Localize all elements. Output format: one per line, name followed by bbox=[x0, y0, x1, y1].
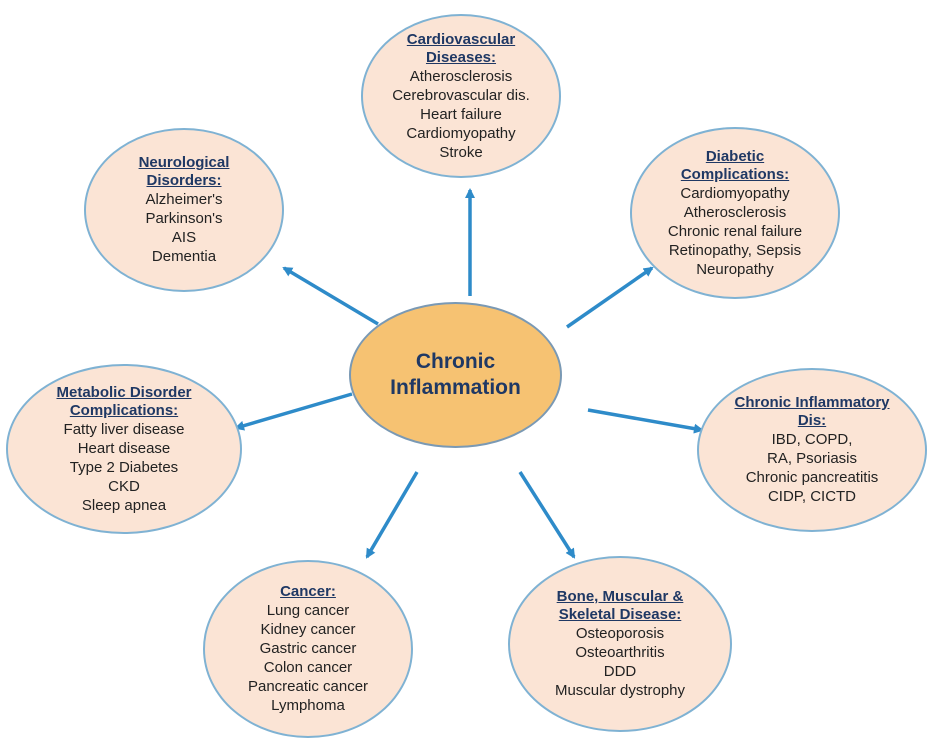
node-title: Diabetic Complications: bbox=[680, 147, 790, 183]
node-item: IBD, COPD, bbox=[771, 431, 853, 448]
center-node: Chronic Inflammation bbox=[349, 302, 562, 448]
node-item: Type 2 Diabetes bbox=[69, 458, 179, 476]
node-item: Fatty liver disease bbox=[63, 420, 185, 438]
node-item: RA, Psoriasis bbox=[766, 450, 858, 467]
node-item: CIDP, CICTD bbox=[767, 488, 857, 505]
node-item: Heart disease bbox=[77, 439, 171, 457]
node-item: Heart failure bbox=[420, 105, 502, 123]
arrow-to-cancer bbox=[365, 471, 419, 559]
node-item: DDD bbox=[603, 663, 637, 680]
node-item: Cerebrovascular dis. bbox=[392, 86, 530, 104]
node-cardiovascular: Cardiovascular Diseases: Atherosclerosis… bbox=[361, 14, 561, 178]
node-item: Atherosclerosis bbox=[409, 67, 513, 85]
node-item: AIS bbox=[171, 229, 197, 246]
center-label: Chronic Inflammation bbox=[390, 350, 521, 399]
node-item: Cardiomyopathy bbox=[406, 124, 516, 142]
arrow-to-diabetic bbox=[566, 266, 654, 329]
node-item: Stroke bbox=[439, 143, 483, 161]
node-title: Metabolic Disorder Complications: bbox=[56, 383, 192, 419]
node-chronic-inflammatory: Chronic Inflammatory Dis: IBD, COPD, RA, … bbox=[697, 368, 927, 532]
arrow-to-neurological bbox=[282, 266, 379, 326]
node-item: Lung cancer bbox=[266, 602, 350, 619]
node-item: Osteoarthritis bbox=[575, 644, 665, 661]
node-metabolic: Metabolic Disorder Complications: Fatty … bbox=[6, 364, 242, 534]
node-item: Neuropathy bbox=[696, 260, 774, 278]
node-title: Neurological Disorders: bbox=[138, 154, 230, 189]
node-item: CKD bbox=[108, 477, 140, 495]
node-item: Osteoporosis bbox=[575, 625, 665, 642]
node-item: Chronic pancreatitis bbox=[745, 469, 879, 486]
node-item: Atherosclerosis bbox=[683, 203, 787, 221]
arrow-to-bone-muscular bbox=[518, 471, 576, 559]
node-item: Pancreatic cancer bbox=[247, 678, 369, 695]
node-bone-muscular: Bone, Muscular & Skeletal Disease: Osteo… bbox=[508, 556, 732, 732]
arrow-to-metabolic bbox=[234, 392, 353, 431]
node-title: Chronic Inflammatory Dis: bbox=[734, 394, 890, 429]
node-item: Dementia bbox=[151, 248, 217, 265]
node-item: Gastric cancer bbox=[259, 640, 357, 657]
node-title: Bone, Muscular & Skeletal Disease: bbox=[556, 588, 684, 623]
node-item: Cardiomyopathy bbox=[680, 184, 790, 202]
node-item: Retinopathy, Sepsis bbox=[668, 241, 802, 259]
node-item: Muscular dystrophy bbox=[554, 682, 686, 699]
node-item: Lymphoma bbox=[271, 697, 345, 714]
node-item: Sleep apnea bbox=[81, 496, 167, 514]
node-title: Cardiovascular Diseases: bbox=[406, 30, 516, 66]
node-item: Parkinson's bbox=[145, 210, 223, 227]
node-item: Colon cancer bbox=[263, 659, 353, 676]
arrow-to-chronic-inflammatory bbox=[587, 408, 704, 434]
node-title: Cancer: bbox=[280, 583, 336, 600]
node-item: Chronic renal failure bbox=[667, 222, 803, 240]
node-item: Alzheimer's bbox=[145, 191, 223, 208]
node-item: Kidney cancer bbox=[260, 621, 356, 638]
